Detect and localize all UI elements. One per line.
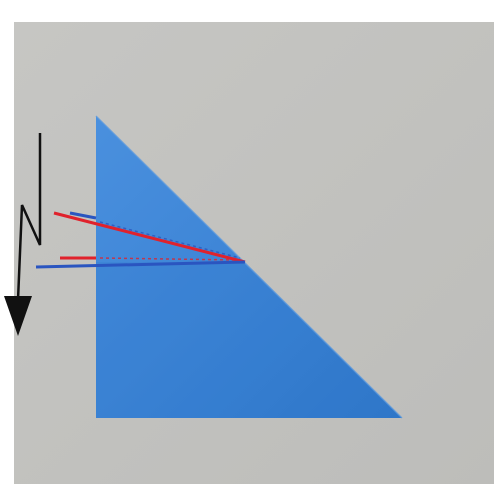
blue-dashed-line	[99, 221, 241, 259]
fold-arrow-icon	[4, 133, 42, 336]
red-dashed-line	[99, 257, 241, 261]
blue-fold-line	[35, 260, 246, 269]
red-fold-line	[53, 211, 246, 264]
blue-guide-mark	[69, 211, 97, 220]
paper-lower-shade	[96, 262, 402, 418]
paper-diagonal-edge	[95, 115, 403, 419]
